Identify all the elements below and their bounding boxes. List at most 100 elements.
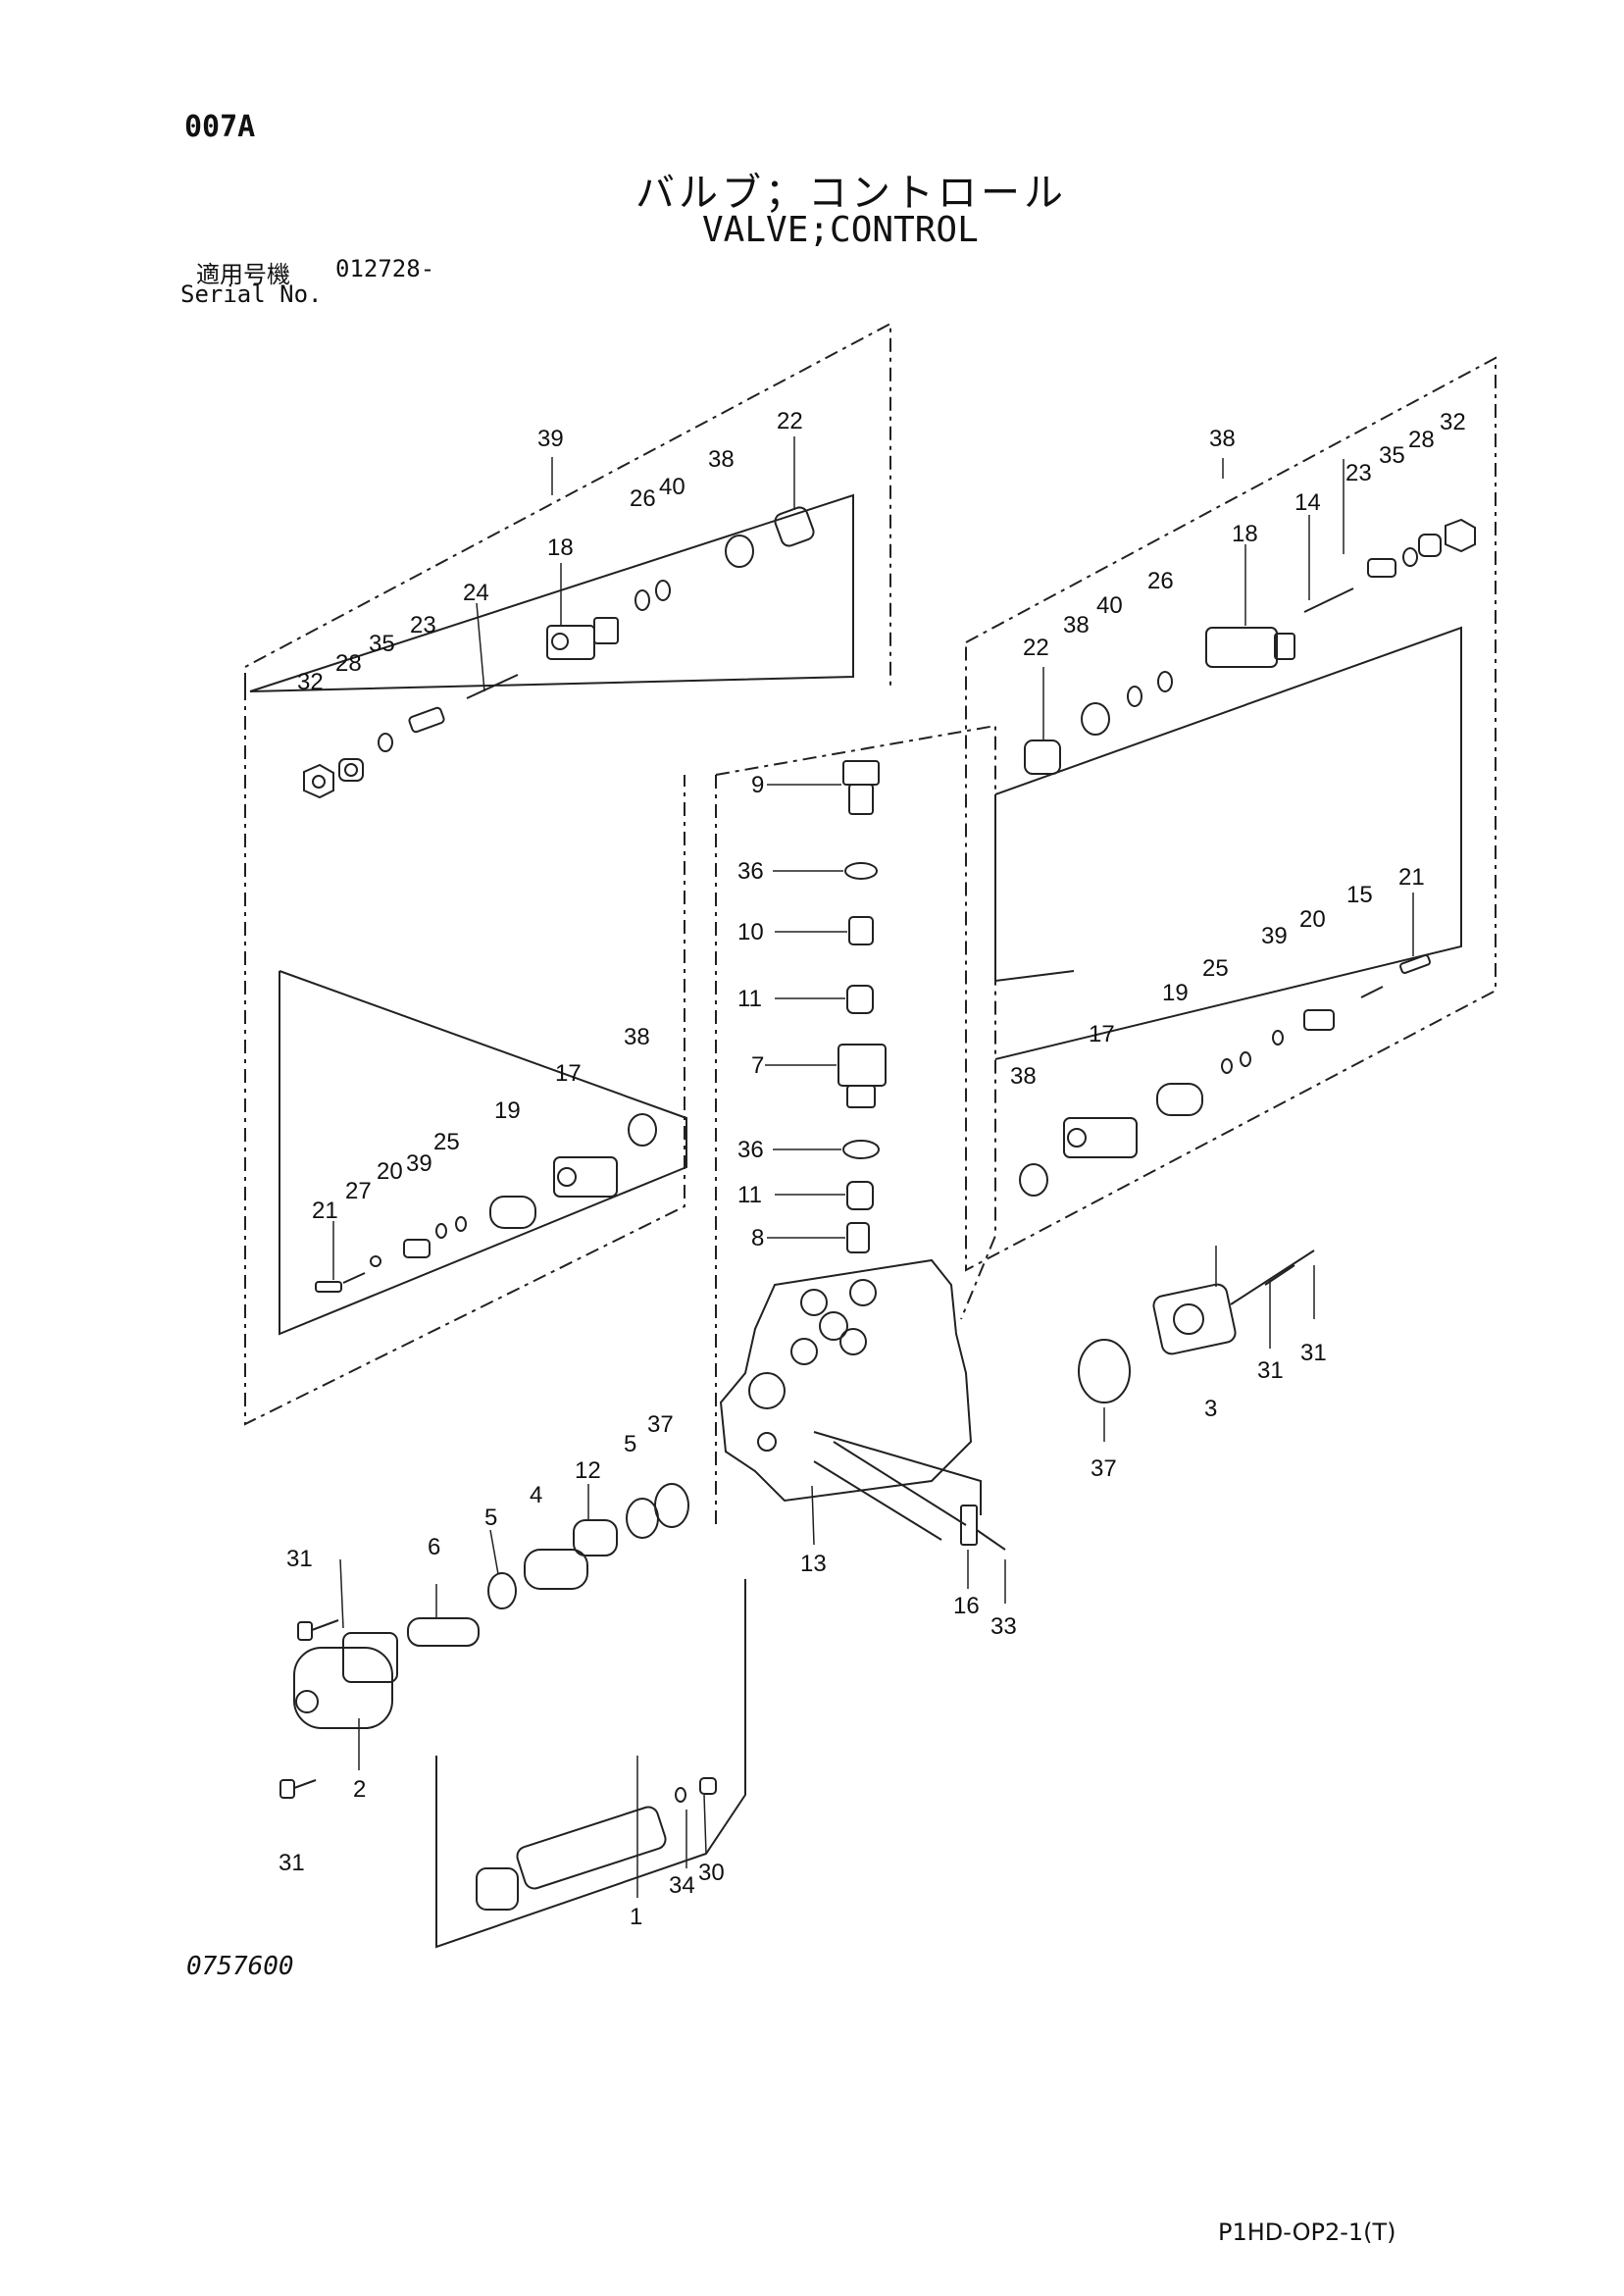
- o-ring-icon: [1078, 1339, 1131, 1403]
- left-upper-pilot-parts: [303, 506, 815, 799]
- poppet-icon: [489, 1196, 536, 1229]
- o-ring-icon: [725, 535, 754, 568]
- callout-22: 22: [777, 408, 803, 434]
- callout-34: 34: [669, 1872, 695, 1899]
- poppet-icon: [1156, 1083, 1203, 1116]
- solid-group-left-lower: [279, 970, 687, 1336]
- housing-icon: [546, 617, 619, 660]
- spring-icon: [1367, 558, 1396, 578]
- seat-icon: [403, 1239, 431, 1258]
- needle-icon: [315, 1281, 342, 1293]
- spring-icon: [524, 1549, 588, 1590]
- washer-icon: [487, 1572, 517, 1609]
- serial-label-english: Serial No.: [180, 281, 323, 308]
- drawing-number: 0757600: [186, 1952, 294, 1981]
- callout-17: 17: [555, 1060, 582, 1087]
- nut-icon: [303, 763, 334, 799]
- callout-21: 21: [312, 1198, 338, 1224]
- callout-36: 36: [737, 858, 764, 885]
- o-ring-icon: [1157, 671, 1173, 692]
- needle-icon: [1399, 954, 1431, 974]
- callout-25: 25: [1202, 955, 1229, 982]
- callout-19: 19: [494, 1097, 521, 1124]
- callout-26: 26: [630, 485, 656, 512]
- callout-13: 13: [800, 1551, 827, 1577]
- callout-22: 22: [1023, 635, 1049, 661]
- callout-33: 33: [990, 1613, 1017, 1640]
- o-ring-icon: [1019, 1163, 1048, 1197]
- center-stack-parts: [837, 760, 887, 1253]
- callout-labels: 39 22 38 26 40 18 24 23 35 28 32 38 23 3…: [279, 408, 1466, 1930]
- fitting-icon: [842, 760, 880, 815]
- sheet-code: P1HD-OP2-1(T): [1218, 2219, 1396, 2246]
- o-ring-icon: [655, 580, 671, 601]
- callout-28: 28: [1408, 427, 1435, 453]
- right-lower-pilot-parts: [1019, 954, 1431, 1197]
- callout-23: 23: [410, 612, 436, 638]
- bolt-icon: [279, 1779, 317, 1799]
- callout-25: 25: [433, 1129, 460, 1155]
- title-english: VALVE;CONTROL: [702, 210, 979, 250]
- callout-17: 17: [1089, 1021, 1115, 1047]
- callout-38: 38: [1063, 612, 1090, 638]
- rod-icon: [466, 674, 519, 699]
- spool-icon: [476, 1806, 667, 1911]
- callout-21: 21: [1398, 864, 1425, 891]
- page-code: 007A: [184, 110, 256, 144]
- callout-39: 39: [1261, 923, 1288, 949]
- nut-icon: [1445, 518, 1476, 553]
- spring-icon: [408, 706, 445, 734]
- callout-18: 18: [547, 535, 574, 561]
- washer-icon: [626, 1498, 659, 1539]
- o-ring-icon: [675, 1787, 686, 1803]
- stopper-icon: [407, 1617, 480, 1647]
- callout-3: 3: [1204, 1396, 1217, 1422]
- callout-27: 27: [345, 1178, 372, 1204]
- adapter-icon: [837, 1044, 887, 1108]
- plug-icon: [848, 916, 874, 945]
- callout-12: 12: [575, 1457, 601, 1484]
- callout-7: 7: [751, 1052, 764, 1079]
- o-ring-icon: [634, 589, 650, 611]
- callout-37: 37: [1091, 1455, 1117, 1482]
- callout-20: 20: [1299, 906, 1326, 933]
- callout-38: 38: [624, 1024, 650, 1050]
- plug-icon: [846, 1222, 870, 1253]
- ball-icon: [370, 1255, 381, 1267]
- callout-31: 31: [286, 1546, 313, 1572]
- callout-11: 11: [737, 986, 762, 1012]
- callout-18: 18: [1232, 521, 1258, 547]
- callout-1: 1: [630, 1904, 642, 1930]
- callout-30: 30: [698, 1860, 725, 1886]
- callout-10: 10: [737, 919, 764, 945]
- rod-icon: [1303, 587, 1354, 613]
- o-ring-icon: [1221, 1058, 1233, 1074]
- callout-40: 40: [1096, 592, 1123, 619]
- sleeve-icon: [1063, 1117, 1138, 1158]
- cap-icon: [338, 758, 364, 782]
- callout-32: 32: [297, 669, 324, 695]
- callout-31: 31: [1257, 1357, 1284, 1384]
- callout-15: 15: [1346, 882, 1373, 908]
- needle-icon: [342, 1272, 366, 1284]
- solid-group-right-upper: [994, 626, 1462, 1060]
- dashed-group-left: [244, 322, 891, 1426]
- callout-11: 11: [737, 1182, 762, 1208]
- sleeve-icon: [553, 1156, 618, 1198]
- solid-group-left-upper: [249, 493, 854, 692]
- callout-31: 31: [1300, 1340, 1327, 1366]
- o-ring-icon: [1240, 1051, 1251, 1067]
- callout-36: 36: [737, 1137, 764, 1163]
- o-ring-icon: [1081, 702, 1110, 736]
- spring-icon: [573, 1519, 618, 1556]
- o-ring-icon: [435, 1223, 447, 1239]
- housing-icon: [1205, 627, 1295, 668]
- dashed-group-right: [965, 356, 1497, 1272]
- callout-9: 9: [751, 772, 764, 798]
- bolt-icon: [297, 1619, 339, 1641]
- callout-38: 38: [1010, 1063, 1037, 1090]
- spring-icon: [846, 985, 874, 1014]
- o-ring-icon: [628, 1113, 657, 1147]
- callout-32: 32: [1440, 409, 1466, 435]
- callout-16: 16: [953, 1593, 980, 1619]
